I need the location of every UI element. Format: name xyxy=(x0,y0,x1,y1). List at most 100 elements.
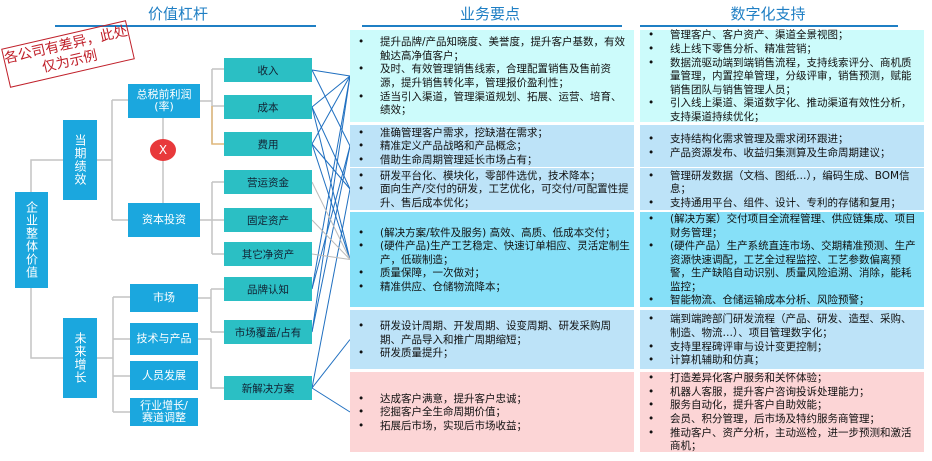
node-current-performance: 当期绩效 xyxy=(63,120,97,200)
leaf-node: 收入 xyxy=(224,58,312,82)
bullet-item: 借助生命周期管理延长市场占有； xyxy=(356,154,630,168)
bullet-item: 打造差异化客户服务和关怀体验； xyxy=(646,372,920,386)
bullet-item: 计算机辅助和仿真； xyxy=(646,354,920,368)
bullet-item: 适当引入渠道，管理渠道规划、拓展、运营、培育、绩效； xyxy=(356,91,630,118)
bullet-item: 服务自动化，提升客户自助效能； xyxy=(646,399,920,413)
header-underline xyxy=(362,25,622,27)
bullet-list: 管理客户、客户资产、渠道全景视图；线上线下零售分析、精准营销；数据流驱动端到端销… xyxy=(646,29,920,124)
bullet-item: 产品资源发布、收益归集测算及生命周期建议； xyxy=(646,147,920,161)
bullet-item: (硬件产品）生产系统直连市场、交期精准预测、生产资源快速调配，工艺全过程监控、工… xyxy=(646,240,920,294)
bullet-list: 研发设计周期、开发周期、设变周期、研发采购周期、产品导入和推广周期缩短；研发质量… xyxy=(356,320,630,361)
bullet-item: 研发质量提升； xyxy=(356,347,630,361)
bullet-item: 准确管理客户需求，挖缺潜在需求； xyxy=(356,127,630,141)
connector-line xyxy=(311,143,351,190)
bullet-item: 机器人客服，提升客户咨询投诉处理能力； xyxy=(646,386,920,400)
business-panel-row: 达成客户满意，提升客户忠诚；挖掘客户全生命周期价值；拓展后市场，实现后市场收益； xyxy=(350,372,634,452)
digital-panel-row: 打造差异化客户服务和关怀体验；机器人客服，提升客户咨询投诉处理能力；服务自动化，… xyxy=(640,372,924,452)
bullet-item: 精准供应、仓储物流降本； xyxy=(356,281,630,295)
leaf-node: 市场覆盖/占有 xyxy=(224,320,312,344)
digital-panel-row: 端到端跨部门研发流程（产品、研发、造型、采购、制造、物流…）、项目管理数字化；支… xyxy=(640,310,924,369)
connector-line xyxy=(311,188,351,389)
connector-line xyxy=(311,253,351,260)
bullet-item: 提升品牌/产品知晓度、美誉度，提升客户基数，有效触达高净值客户； xyxy=(356,36,630,63)
node-tech-product: 技术与产品 xyxy=(130,323,198,355)
bullet-item: 面向生产/交付的研发，工艺优化，可交付/可配置性提升、售后成本优化； xyxy=(356,183,630,210)
bullet-item: 研发平台化、模块化，零部件选优，技术降本； xyxy=(356,170,630,184)
bullet-item: 精准定义产品战略和产品概念； xyxy=(356,140,630,154)
bullet-item: 达成客户满意，提升客户忠诚； xyxy=(356,393,630,407)
leaf-node: 成本 xyxy=(224,95,312,119)
header-underline xyxy=(55,25,316,27)
connector-line xyxy=(311,387,351,413)
connector-line xyxy=(311,69,351,77)
leaf-node: 新解决方案 xyxy=(224,376,312,400)
digital-panel-row: 支持结构化需求管理及需求闭环跟进；产品资源发布、收益归集测算及生命周期建议； xyxy=(640,125,924,167)
connector-line xyxy=(311,106,351,190)
digital-panel-row: (解决方案）交付项目全流程管理、供应链集成、项目财务管理；(硬件产品）生产系统直… xyxy=(640,212,924,308)
bullet-item: 支持里程碑评审与设计变更控制； xyxy=(646,341,920,355)
bullet-item: 管理客户、客户资产、渠道全景视图； xyxy=(646,29,920,43)
node-market: 市场 xyxy=(130,284,198,312)
node-enterprise-value: 企业整体价值 xyxy=(15,192,48,288)
bullet-item: 研发设计周期、开发周期、设变周期、研发采购周期、产品导入和推广周期缩短； xyxy=(356,320,630,347)
bullet-list: 达成客户满意，提升客户忠诚；挖掘客户全生命周期价值；拓展后市场，实现后市场收益； xyxy=(356,393,630,434)
header-digital-support: 数字化支持 xyxy=(730,5,806,23)
bullet-item: 挖掘客户全生命周期价值； xyxy=(356,406,630,420)
business-panel-row: 准确管理客户需求，挖缺潜在需求；精准定义产品战略和产品概念；借助生命周期管理延长… xyxy=(350,125,634,167)
bullet-item: 线上线下零售分析、精准营销； xyxy=(646,43,920,57)
node-capital-investment: 资本投资 xyxy=(128,203,200,237)
node-industry-growth: 行业增长/赛道调整 xyxy=(130,398,198,426)
node-pretax-profit: 总税前利润(率) xyxy=(128,84,200,118)
bullet-item: (硬件产品)生产工艺稳定、快速订单相应、灵活定制生产，低碳制造； xyxy=(356,240,630,267)
connector-line xyxy=(311,219,351,260)
header-business-points: 业务要点 xyxy=(459,5,520,23)
digital-panel-row: 管理研发数据（文档、图纸…），编码生成、BOM信息；支持通用平台、组件、设计、专… xyxy=(640,168,924,210)
connector-line xyxy=(311,339,351,389)
bullet-list: (解决方案）交付项目全流程管理、供应链集成、项目财务管理；(硬件产品）生产系统直… xyxy=(646,213,920,308)
bullet-list: 准确管理客户需求，挖缺潜在需求；精准定义产品战略和产品概念；借助生命周期管理延长… xyxy=(356,127,630,168)
bullet-item: 支持通用平台、组件、设计、专利的存储和复用； xyxy=(646,197,920,211)
leaf-node: 营运资金 xyxy=(224,170,312,194)
bullet-item: 质量保障，一次做对； xyxy=(356,267,630,281)
bullet-list: 研发平台化、模块化，零部件选优，技术降本；面向生产/交付的研发，工艺优化，可交付… xyxy=(356,170,630,211)
bullet-item: 端到端跨部门研发流程（产品、研发、造型、采购、制造、物流…）、项目管理数字化； xyxy=(646,313,920,340)
business-panel-row: (解决方案/软件及服务) 高效、高质、低成本交付；(硬件产品)生产工艺稳定、快速… xyxy=(350,212,634,307)
bullet-item: 引入线上渠道、渠道数字化、推动渠道有效性分析，支持渠道持续优化； xyxy=(646,97,920,124)
connector-line xyxy=(311,69,351,147)
connector-line xyxy=(311,181,351,260)
connector-line xyxy=(311,145,351,290)
connector-line xyxy=(311,75,351,290)
bullet-item: 数据流驱动端到端销售流程，支持线索评分、商机质量管理，内置控单管理，分级评审，销… xyxy=(646,57,920,98)
connector-line xyxy=(311,75,351,108)
leaf-node: 费用 xyxy=(224,132,312,156)
connector-line xyxy=(311,145,351,333)
connector-line xyxy=(311,75,351,333)
bullet-list: 管理研发数据（文档、图纸…），编码生成、BOM信息；支持通用平台、组件、设计、专… xyxy=(646,170,920,211)
bullet-item: 智能物流、仓储运输成本分析、风险预警； xyxy=(646,294,920,308)
digital-panel-row: 管理客户、客户资产、渠道全景视图；线上线下零售分析、精准营销；数据流驱动端到端销… xyxy=(640,29,924,124)
connector-line xyxy=(311,75,351,145)
bullet-item: 管理研发数据（文档、图纸…），编码生成、BOM信息； xyxy=(646,170,920,197)
bullet-item: 支持结构化需求管理及需求闭环跟进； xyxy=(646,133,920,147)
business-panel-row: 研发设计周期、开发周期、设变周期、研发采购周期、产品导入和推广周期缩短；研发质量… xyxy=(350,310,634,369)
bullet-list: 打造差异化客户服务和关怀体验；机器人客服，提升客户咨询投诉处理能力；服务自动化，… xyxy=(646,372,920,454)
bullet-list: (解决方案/软件及服务) 高效、高质、低成本交付；(硬件产品)生产工艺稳定、快速… xyxy=(356,227,630,295)
bullet-item: 会员、积分管理，后市场及特约服务商管理； xyxy=(646,413,920,427)
leaf-node: 其它净资产 xyxy=(224,242,312,266)
multiply-icon: X xyxy=(150,139,176,161)
business-panel-row: 研发平台化、模块化，零部件选优，技术降本；面向生产/交付的研发，工艺优化，可交付… xyxy=(350,168,634,210)
bullet-list: 提升品牌/产品知晓度、美誉度，提升客户基数，有效触达高净值客户；及时、有效管理销… xyxy=(356,36,630,118)
bullet-list: 端到端跨部门研发流程（产品、研发、造型、采购、制造、物流…）、项目管理数字化；支… xyxy=(646,313,920,367)
bullet-item: (解决方案/软件及服务) 高效、高质、低成本交付； xyxy=(356,227,630,241)
node-future-growth: 未来增长 xyxy=(63,318,97,398)
header-underline xyxy=(640,25,898,27)
bullet-list: 支持结构化需求管理及需求闭环跟进；产品资源发布、收益归集测算及生命周期建议； xyxy=(646,133,920,160)
bullet-item: (解决方案）交付项目全流程管理、供应链集成、项目财务管理； xyxy=(646,213,920,240)
business-panel-row: 提升品牌/产品知晓度、美誉度，提升客户基数，有效触达高净值客户；及时、有效管理销… xyxy=(350,30,634,122)
node-people-development: 人员发展 xyxy=(130,361,198,390)
leaf-node: 固定资产 xyxy=(224,208,312,232)
leaf-node: 品牌认知 xyxy=(224,277,312,301)
header-value-levers: 价值杠杆 xyxy=(147,5,208,23)
bullet-item: 推动客户、资产分析，主动巡检，进一步预测和激活商机； xyxy=(646,427,920,454)
